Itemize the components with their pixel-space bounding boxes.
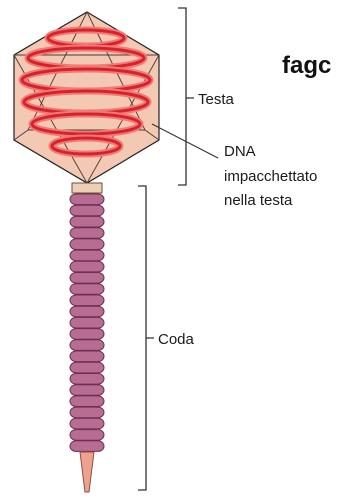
collar (72, 183, 102, 193)
tail-ring (70, 194, 104, 205)
tail-bracket (138, 186, 154, 490)
page-title: fagc (282, 52, 331, 79)
tail-label: Coda (158, 331, 195, 348)
tail-ring (70, 362, 104, 373)
tail-ring (70, 250, 104, 261)
tail-ring (70, 340, 104, 351)
tail-ring (70, 430, 104, 441)
tail-ring (70, 317, 104, 328)
tail-ring (70, 385, 104, 396)
tail-ring (70, 441, 104, 452)
tail-ring (70, 273, 104, 284)
dna-label-line3: nella testa (224, 192, 293, 209)
tail-ring (70, 329, 104, 340)
tail-ring (70, 374, 104, 385)
tail-ring (70, 228, 104, 239)
tail-ring (70, 295, 104, 306)
head-label: Testa (198, 91, 235, 108)
dna-leader-line (152, 124, 218, 158)
dna-label-line2: impacchettato (224, 168, 317, 185)
tail-ring (70, 351, 104, 362)
head-bracket (178, 8, 194, 185)
tail-ring (70, 407, 104, 418)
tail-ring (70, 216, 104, 227)
tail-ring (70, 284, 104, 295)
tail-ring (70, 396, 104, 407)
tail-spike (80, 452, 94, 492)
tail-ring (70, 306, 104, 317)
phage-head (14, 12, 159, 183)
dna-label-line1: DNA (224, 143, 256, 160)
tail-sheath (70, 194, 104, 451)
tail-ring (70, 261, 104, 272)
tail-ring (70, 239, 104, 250)
tail-ring (70, 418, 104, 429)
tail-ring (70, 205, 104, 216)
